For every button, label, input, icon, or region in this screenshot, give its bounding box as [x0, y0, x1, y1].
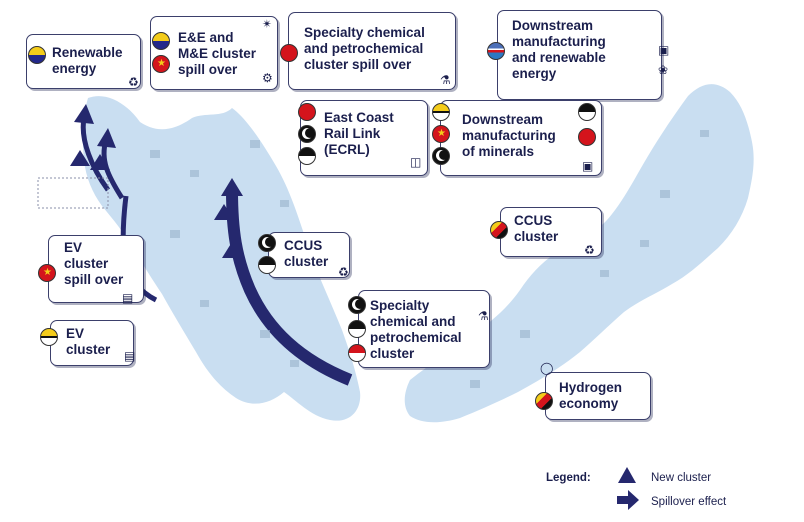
- flag-red-star: ★: [432, 125, 450, 143]
- spillover-arrowhead: [221, 178, 243, 196]
- card-ecrl: [300, 100, 428, 176]
- flask-icon: ⚗: [478, 309, 489, 323]
- flag-black-white: [578, 103, 596, 121]
- label-downstream-renewable: Downstream manufacturing and renewable e…: [512, 18, 606, 81]
- flag-yellow-white-black: [432, 103, 450, 121]
- label-ee-me-spillover: E&E and M&E cluster spill over: [178, 30, 257, 77]
- spillover-arrowhead: [97, 128, 116, 148]
- card-ev-spillover: [48, 235, 144, 303]
- card-renewable-energy: [26, 34, 141, 89]
- label-downstream-minerals: Downstream manufacturing of minerals: [462, 112, 556, 159]
- legend-spillover: Spillover effect: [651, 496, 727, 508]
- factory-icon: ▣: [658, 43, 670, 57]
- card-specialty-chemical-spillover: [288, 12, 456, 90]
- recycle-icon: ♻: [584, 243, 595, 257]
- recycle-icon: ♻: [338, 265, 349, 279]
- label-specialty-chemical: Specialty chemical and petrochemical clu…: [370, 298, 462, 361]
- factory-icon: ▣: [582, 159, 594, 173]
- label-ccus-west: CCUS cluster: [284, 238, 329, 269]
- renewable-icon: ♻: [128, 75, 139, 89]
- flag-yellow-white-black: [40, 328, 58, 346]
- flag-red-emblem: [280, 44, 298, 62]
- flag-red-emblem: [578, 128, 596, 146]
- spillover-arrowhead: [74, 104, 94, 124]
- legend-spillover-icon: [617, 490, 639, 510]
- label-ev-spillover: EV cluster spill over: [64, 240, 124, 287]
- spillover-arrow-north-loop: [80, 117, 111, 192]
- card-ccus-west: [268, 232, 350, 278]
- label-ev: EV cluster: [66, 326, 111, 357]
- new-cluster-marker: [214, 204, 234, 220]
- flag-black-crescent: [432, 147, 450, 165]
- card-downstream-renewable: [497, 10, 662, 100]
- car-icon: ▤: [122, 291, 134, 305]
- flag-sabah: [487, 42, 505, 60]
- card-specialty-chemical: [358, 290, 490, 368]
- flag-black-crescent: [348, 296, 366, 314]
- gear-icon: ⚙: [262, 71, 273, 85]
- new-cluster-marker: [90, 154, 110, 170]
- legend-new-cluster-icon: [618, 467, 636, 483]
- new-cluster-marker: [222, 242, 242, 258]
- card-ccus-east: [500, 207, 602, 257]
- legend-new-cluster: New cluster: [651, 472, 712, 484]
- flag-yellow-blue: [152, 32, 170, 50]
- new-cluster-marker: [70, 150, 90, 166]
- flag-black-white: [298, 147, 316, 165]
- label-renewable-energy: Renewable energy: [52, 45, 123, 76]
- flag-black-white: [348, 320, 366, 338]
- flag-red-white-crescent: [348, 344, 366, 362]
- label-specialty-chemical-spillover: Specialty chemical and petrochemical clu…: [304, 25, 425, 72]
- flask-icon: ⚗: [440, 73, 451, 87]
- circuit-icon: ✴: [262, 17, 273, 31]
- label-ccus-east: CCUS cluster: [514, 213, 559, 244]
- spillover-arrow-east-coast: [226, 189, 353, 386]
- card-ev: [50, 320, 134, 366]
- label-hydrogen-economy: Hydrogen economy: [559, 380, 623, 411]
- flag-black-crescent: [298, 125, 316, 143]
- legend-title: Legend:: [546, 472, 591, 484]
- card-downstream-minerals: [440, 100, 602, 176]
- flag-yellow-blue: [28, 46, 46, 64]
- flag-red-star: ★: [152, 55, 170, 73]
- map-industry-icons: [150, 130, 709, 388]
- hydrogen-icon: ◯: [540, 361, 554, 375]
- flag-red-emblem: [298, 103, 316, 121]
- flag-sarawak: [535, 392, 553, 410]
- label-ecrl: East Coast Rail Link (ECRL): [324, 110, 394, 157]
- flag-black-crescent: [258, 234, 276, 252]
- flag-red-star: ★: [38, 264, 56, 282]
- train-icon: ◫: [410, 155, 422, 169]
- flag-black-white: [258, 256, 276, 274]
- flag-sarawak: [490, 221, 508, 239]
- card-ee-me-spillover: [150, 16, 278, 90]
- palm-tree-icon: ❀: [658, 63, 669, 77]
- industry-icon-strip: [37, 177, 109, 209]
- car-icon: ▤: [124, 349, 136, 363]
